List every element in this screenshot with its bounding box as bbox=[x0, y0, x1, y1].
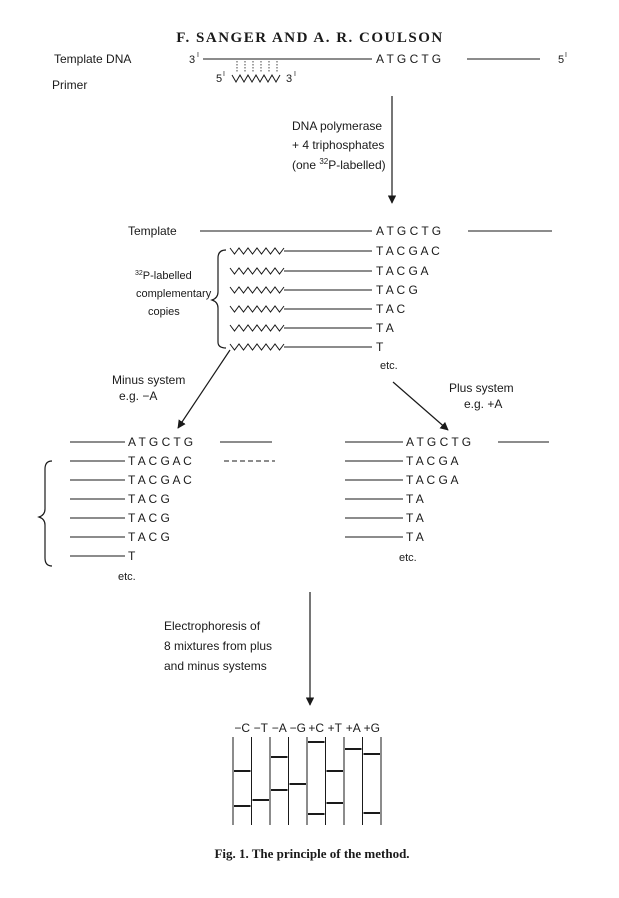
figure-caption: Fig. 1. The principle of the method. bbox=[214, 846, 409, 861]
step1-line3: (one 32P-labelled) bbox=[292, 157, 386, 172]
primer-label: Primer bbox=[52, 78, 87, 92]
middle-template-sequence: A T G C T G bbox=[376, 224, 441, 238]
plus-copies: T A C G A T A C G A T A T A T A bbox=[345, 454, 458, 544]
brace-label-sup: 32 bbox=[135, 270, 143, 277]
minus-copy-sequence: T A C G A C bbox=[128, 454, 192, 468]
minus-label-line1: Minus system bbox=[112, 373, 185, 387]
gel-lane-label: +C bbox=[308, 721, 324, 735]
plus-system: A T G C T G T A C G A T A C G A T A T AT A … bbox=[345, 435, 549, 564]
copy-sequence: T A C G bbox=[376, 283, 418, 297]
brace-label-line3: copies bbox=[148, 306, 180, 318]
minus-copy-sequence: T A C G A C bbox=[128, 473, 192, 487]
minus-copy-sequence: T A C G bbox=[128, 492, 170, 506]
step2-electrophoresis: Electrophoresis of 8 mixtures from plus … bbox=[164, 592, 315, 706]
minus-copy-sequence: T A C G bbox=[128, 511, 170, 525]
minus-label-line2: e.g. −A bbox=[119, 389, 157, 403]
plus-template-sequence: A T G C T G bbox=[406, 435, 471, 449]
system-arrows: Minus system e.g. −A Plus system e.g. +A bbox=[112, 349, 514, 431]
step1-line1: DNA polymerase bbox=[292, 119, 382, 133]
plus-label-line2: e.g. +A bbox=[464, 397, 502, 411]
copy-sequence: T A C G A C bbox=[376, 244, 440, 258]
plus-copy-sequence: T A C G A bbox=[406, 454, 458, 468]
gel-lane-label: +T bbox=[328, 721, 343, 735]
gel: −C −T−A−G+C +T+A+G bbox=[232, 721, 382, 825]
minus-copies: T A C G A C T A C G A C T A C G T A C G T A … bbox=[70, 454, 192, 563]
copy-zigzag bbox=[229, 343, 285, 351]
template-sequence: A T G C T G bbox=[376, 52, 441, 66]
primer-5-prime-mark: I bbox=[223, 71, 225, 78]
copy-zigzag bbox=[229, 324, 285, 332]
copy-sequence: T bbox=[376, 340, 384, 354]
template-dna-label: Template DNA bbox=[54, 52, 131, 66]
gel-lane-label: +A bbox=[346, 721, 361, 735]
template-5-prime-end: 5 bbox=[558, 54, 564, 66]
primer-5-prime-end: 5 bbox=[216, 73, 222, 85]
copy-zigzag bbox=[229, 267, 285, 275]
primer-3-prime-end: 3 bbox=[286, 73, 292, 85]
plus-copy-sequence: T A bbox=[406, 530, 424, 544]
step1-polymerase: DNA polymerase + 4 triphosphates (one 32… bbox=[292, 96, 397, 204]
plus-label-line1: Plus system bbox=[449, 381, 514, 395]
copy-sequence: T A C G A bbox=[376, 264, 428, 278]
brace-label-line1: 32P-labelled bbox=[135, 270, 192, 282]
minus-template-sequence: A T G C T G bbox=[128, 435, 193, 449]
copy-zigzag bbox=[229, 305, 285, 313]
gel-lane-label: −G bbox=[290, 721, 306, 735]
brace-label-line2: complementary bbox=[136, 288, 212, 300]
template-3-prime-mark: I bbox=[197, 52, 199, 59]
primer-strand-zigzag bbox=[231, 73, 281, 84]
gel-lane-label: −T bbox=[254, 721, 269, 735]
middle-template-label: Template bbox=[128, 224, 177, 238]
step1-line3-pre: (one bbox=[292, 158, 319, 172]
copy-zigzag bbox=[229, 286, 285, 294]
copy-sequence: T A C bbox=[376, 302, 405, 316]
brace-label-text1: P-labelled bbox=[143, 270, 192, 282]
minus-copy-sequence: T A C G bbox=[128, 530, 170, 544]
middle-copies: T A C G A C T A C G A T A C G T A C T A T bbox=[229, 244, 440, 354]
plus-copy-sequence: T A bbox=[406, 492, 424, 506]
base-pair-ticks bbox=[236, 61, 278, 73]
plus-copy-sequence: T A bbox=[406, 511, 424, 525]
step2-line3: and minus systems bbox=[164, 659, 267, 673]
copies-brace bbox=[210, 249, 227, 349]
middle-section: Template A T G C T G 32P-labelled comple… bbox=[128, 224, 552, 372]
minus-brace bbox=[37, 460, 53, 567]
minus-etc: etc. bbox=[118, 571, 136, 583]
copy-zigzag bbox=[229, 247, 285, 255]
gel-lane-label: −A bbox=[272, 721, 287, 735]
plus-etc: etc. bbox=[399, 552, 417, 564]
step2-line1: Electrophoresis of bbox=[164, 619, 261, 633]
step1-line2: + 4 triphosphates bbox=[292, 138, 384, 152]
top-section: Template DNA Primer 3 I A T G C T G 5 I … bbox=[52, 52, 567, 92]
gel-lane-label: +G bbox=[364, 721, 380, 735]
step1-line3-sup: 32 bbox=[319, 157, 328, 166]
primer-3-prime-mark: I bbox=[294, 71, 296, 78]
middle-etc: etc. bbox=[380, 360, 398, 372]
plus-copy-sequence: T A C G A bbox=[406, 473, 458, 487]
step2-line2: 8 mixtures from plus bbox=[164, 639, 272, 653]
minus-arrow bbox=[177, 349, 231, 429]
gel-lane-label: −C bbox=[234, 721, 250, 735]
plus-arrow bbox=[392, 381, 449, 431]
minus-copy-sequence: T bbox=[128, 549, 136, 563]
template-5-prime-mark: I bbox=[565, 52, 567, 59]
page-header: F. SANGER AND A. R. COULSON bbox=[176, 30, 444, 46]
step1-line3-post: P-labelled) bbox=[328, 158, 385, 172]
template-3-prime-end: 3 bbox=[189, 54, 195, 66]
minus-system: A T G C T G T A C G A CT A C G A CT A C … bbox=[37, 435, 275, 583]
copy-sequence: T A bbox=[376, 321, 394, 335]
